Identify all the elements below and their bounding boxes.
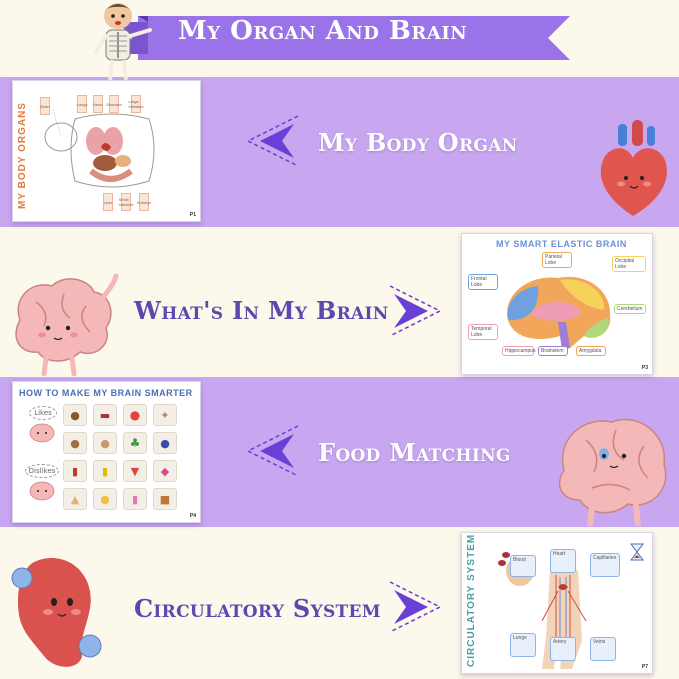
section-title-whats-in-my-brain: What's In My Brain [134,296,389,325]
brain-label-frontal: Frontal Lobe [468,274,498,290]
smart-brain-card: MY SMART ELASTIC BRAIN Frontal Lobe Pari… [461,233,653,375]
brain-label-temporal: Temporal Lobe [468,324,498,340]
circulatory-card: CIRCULATORY SYSTEM Blood Heart Capillari… [461,532,653,674]
brain-label-amygdala: Amygdala [576,346,606,356]
circ-label-artery: Artery [550,637,576,661]
body-organs-card-title: MY BODY ORGANS [17,102,28,209]
arrow-left-icon [246,115,299,167]
brain-mascot-icon [559,418,667,526]
food-cell: ● [153,432,177,454]
brain-mascot-thinking-icon [15,273,119,376]
section-title-body-organ: My Body Organ [318,128,518,157]
food-cell: ● [123,404,147,426]
circ-label-heart: Heart [550,549,576,573]
food-cell: ▼ [123,460,147,482]
dislikes-bubble: Dislikes [25,464,59,478]
page-number: P7 [641,664,648,670]
food-cell: ■ [153,488,177,510]
kidney-mascot-icon [11,557,102,667]
food-cell: ▲ [63,488,87,510]
circ-label-lungs: Lungs [510,633,536,657]
page-number: P3 [641,365,648,371]
page-number: P1 [189,212,196,218]
section-title-circulatory-system: Circulatory System [134,594,381,623]
organ-tag-stomach: Stomach [106,95,122,113]
circulatory-card-title: CIRCULATORY SYSTEM [466,533,477,667]
food-cell: ✦ [153,404,177,426]
body-organs-card: MY BODY ORGANS Brain Lungs Heart Stomach… [12,80,201,222]
food-cell: ● [63,404,87,426]
arrow-right-icon [389,581,442,633]
smart-brain-card-title: MY SMART ELASTIC BRAIN [496,239,627,249]
food-cell: ▮ [93,460,117,482]
food-cell: ▬ [93,404,117,426]
food-cell: ● [93,488,117,510]
circ-label-blood: Blood [510,555,536,577]
organ-tag-liver: Liver [103,193,113,211]
brain-label-brainstem: Brainstem [538,346,568,356]
brain-smarter-card: HOW TO MAKE MY BRAIN SMARTER Likes Disli… [12,381,201,523]
heart-mascot-icon [600,120,667,216]
arrow-right-icon [389,285,442,337]
organ-tag-large-intestine: Large Intestine [128,95,144,113]
organ-tag-heart: Heart [93,95,103,113]
brain-label-cerebellum: Cerebellum [614,304,646,314]
likes-bubble: Likes [29,406,57,420]
page-number: P4 [189,513,196,519]
brain-label-parietal: Parietal Lobe [542,252,572,268]
page-title: My Organ And Brain [178,16,468,46]
hourglass-icon [630,543,644,561]
food-cell: ● [93,432,117,454]
food-cell: ♣ [123,432,147,454]
food-cell: ◆ [153,460,177,482]
skeleton-mascot-icon [94,3,152,80]
body-outline-icon [44,108,155,188]
arrow-left-icon [246,425,299,477]
brain-label-occipital: Occipital Lobe [612,256,646,272]
circ-label-capillaries: Capillaries [590,553,620,577]
organ-tag-kidneys: Kidneys [137,193,151,211]
circ-label-veins: Veins [590,637,616,661]
section-title-food-matching: Food Matching [318,438,511,467]
food-cell: ● [63,432,87,454]
food-cell: ▮ [123,488,147,510]
brain-smarter-card-title: HOW TO MAKE MY BRAIN SMARTER [19,388,193,398]
brain-diagram-icon [507,276,611,350]
organ-tag-lungs: Lungs [77,95,87,113]
food-cell: ▮ [63,460,87,482]
brain-label-hippocampus: Hippocampus [502,346,536,356]
brain-dislike-icon [29,481,55,501]
organ-tag-brain: Brain [40,97,50,115]
brain-like-icon [29,423,55,443]
organ-tag-small-intestine: Small Intestine [118,193,134,211]
